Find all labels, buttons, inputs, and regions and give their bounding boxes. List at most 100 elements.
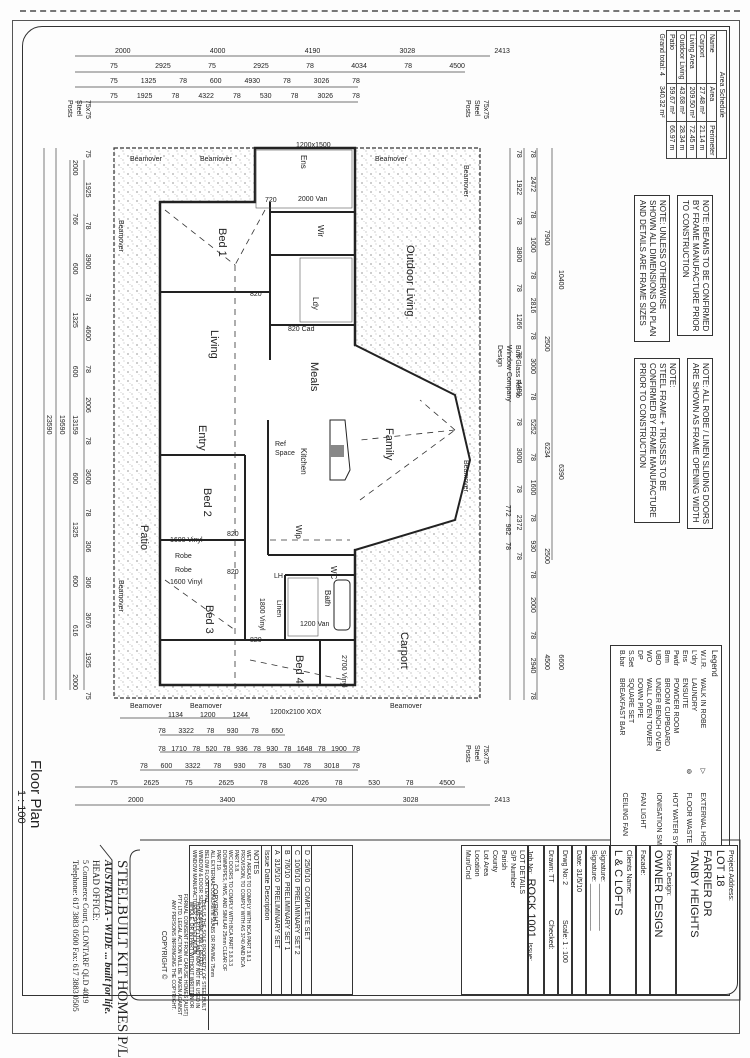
signature-field[interactable]: Signature: ____________ — [590, 850, 597, 931]
dimension-value: 78 — [258, 763, 267, 770]
note-line: ARE SHOWN AS FRAME OPENING WIDTH — [691, 363, 700, 523]
dimension-value: 1710 — [171, 746, 187, 753]
room-bath: Bath — [323, 590, 332, 607]
legend-meaning: BROOM CUPBOARD — [663, 678, 670, 747]
dimension-value: 78 — [334, 780, 343, 787]
dimension-row-left-3: 19590 — [58, 415, 65, 435]
dimension-value: 78 — [282, 78, 291, 85]
dimension-value: 78 — [529, 150, 536, 158]
dimension-value: 930 — [266, 746, 279, 753]
dimension-value: 78 — [158, 746, 166, 753]
notes-line: WET AREAS TO COMPLY WITH BCA PART 3.8.1 — [245, 850, 251, 962]
legend-code: Pwdr — [672, 650, 679, 666]
room-meals: Meals — [308, 362, 320, 392]
dimension-value: 1925 — [84, 181, 91, 198]
cell-area: 43.68 m² — [676, 83, 687, 122]
copyright-label: COPYRIGHT — [208, 880, 220, 1030]
dimension-value: 3800 — [515, 246, 522, 263]
dimension-row-bottom-3: 78 1710 78 520 78 936 78 930 78 1648 78 … — [158, 745, 360, 754]
legend-code: DP — [636, 650, 643, 660]
dimension-value: 78 — [515, 284, 522, 292]
dimension-value: 3400 — [219, 797, 236, 804]
vinyl-label: 2700 Vinyl — [340, 655, 347, 688]
dimension-value: 4500 — [449, 63, 465, 70]
dimension-value: 7900 — [543, 230, 550, 246]
dimension-value: 78 — [529, 331, 536, 340]
dimension-value: 766 — [71, 213, 78, 226]
beamover-label: Beamover — [200, 156, 232, 163]
date-value: 31/5/10 — [575, 868, 582, 893]
dimension-value: 650 — [271, 728, 283, 735]
lot-field: Location — [473, 850, 480, 877]
legend-item: W.I.R.WALK IN ROBE — [698, 650, 707, 769]
drawing-scale: 1 : 100 — [15, 790, 27, 824]
drawing-sheet — [12, 20, 740, 1034]
dimension-value: 600 — [71, 365, 78, 378]
dimension-value: 1648 — [296, 746, 313, 753]
room-family: Family — [383, 428, 395, 461]
company-tagline: AUSTRALIA - WIDE ... built for life. — [102, 860, 113, 1015]
dimension-value: 13159 — [71, 415, 78, 435]
dimension-value: 78 — [171, 93, 180, 100]
dimension-value: 600 — [71, 262, 78, 275]
note-line: NOTE: UNLESS OTHERWISE — [658, 200, 667, 310]
bathtub — [333, 579, 351, 631]
legend-meaning: POWDER ROOM — [672, 678, 679, 734]
revision-description: COMPLETE SET — [303, 886, 310, 941]
dimension-value: 78 — [529, 392, 536, 401]
copyright-line: FORMAL CONSENT FROM CARUSE HOMES (AUST) — [182, 893, 188, 1017]
beamover-label: Beamover — [375, 156, 407, 163]
dimension-value: 2000 — [71, 674, 78, 690]
dimension-value: 78 — [233, 93, 241, 100]
dimension-row-right-2: 7900 2500 6234 2500 4500 — [542, 230, 551, 670]
legend-item: DPDOWN PIPE — [635, 650, 644, 769]
note-line: SHOWN ALL DIMENSIONS ON PLAN — [648, 200, 657, 337]
cell-name: Living Area — [686, 30, 697, 84]
cell-area: 209.50 m² — [686, 83, 697, 122]
drawn-value: TT — [547, 874, 554, 883]
dimension-row-right-3: 78 2472 78 1600 78 2816 78 3000 78 5252 … — [528, 150, 537, 700]
dimension-value: 3026 — [313, 78, 330, 85]
door-label: 820 — [227, 569, 239, 576]
legend-code: W.I.R. — [699, 650, 706, 670]
dimension-value: 75 — [84, 150, 91, 158]
dimension-value: 1200 — [199, 712, 216, 719]
scale-value: 1 : 100 — [561, 941, 568, 963]
clients-name-label: Clients Name: — [625, 850, 632, 894]
copyright-line: WHOLE, OR IN PART WITHOUT WRITTEN OR — [188, 901, 194, 1009]
dimension-value: 2816 — [529, 297, 536, 314]
dimension-value: 78 — [352, 78, 360, 85]
dimension-value: 78 — [515, 485, 522, 493]
dimension-value: 2500 — [543, 336, 550, 352]
dimension-value: 78 — [84, 508, 91, 517]
dimension-value: 4190 — [304, 48, 321, 55]
signature-field[interactable]: Signature: ____________ — [599, 850, 606, 931]
dimension-value: 78 — [515, 418, 522, 426]
cell-name: Outdoor Living — [676, 30, 687, 84]
revision-date: 10/6/10 — [293, 858, 300, 883]
room-entry: Entry — [196, 425, 208, 451]
dimension-value: 3028 — [399, 48, 416, 55]
dimension-value: 75 — [110, 78, 118, 85]
dimension-value: 4000 — [209, 48, 226, 55]
lot-field: Mun/Cncl — [464, 850, 471, 880]
head-office-label: HEAD OFFICE: — [91, 860, 101, 921]
revision-row: B 7/6/10 PRELIMINARY SET 1 — [281, 845, 291, 995]
dimension-value: 3000 — [515, 447, 522, 464]
beamover-label: Beamover — [130, 703, 162, 710]
dimension-value: 2925 — [253, 63, 269, 70]
dimension-value: 78 — [158, 728, 166, 735]
floor-waste-icon: ⊚ — [685, 768, 692, 775]
copyright-mark: COPYRIGHT © — [160, 930, 167, 980]
legend-code: Ens — [681, 650, 688, 663]
dimension-value: 78 — [404, 63, 412, 70]
dimension-value: 1325 — [71, 521, 78, 538]
dimension-row-top-2: 75 2925 75 2925 78 4034 78 4500 — [110, 62, 465, 71]
dimension-value: 930 — [529, 540, 536, 553]
dimension-value: 530 — [278, 763, 291, 770]
dimension-value: 4790 — [311, 797, 327, 804]
project-address-line: TANBY HEIGHTS — [688, 850, 700, 938]
project-address-label: Project Address: — [727, 850, 734, 901]
